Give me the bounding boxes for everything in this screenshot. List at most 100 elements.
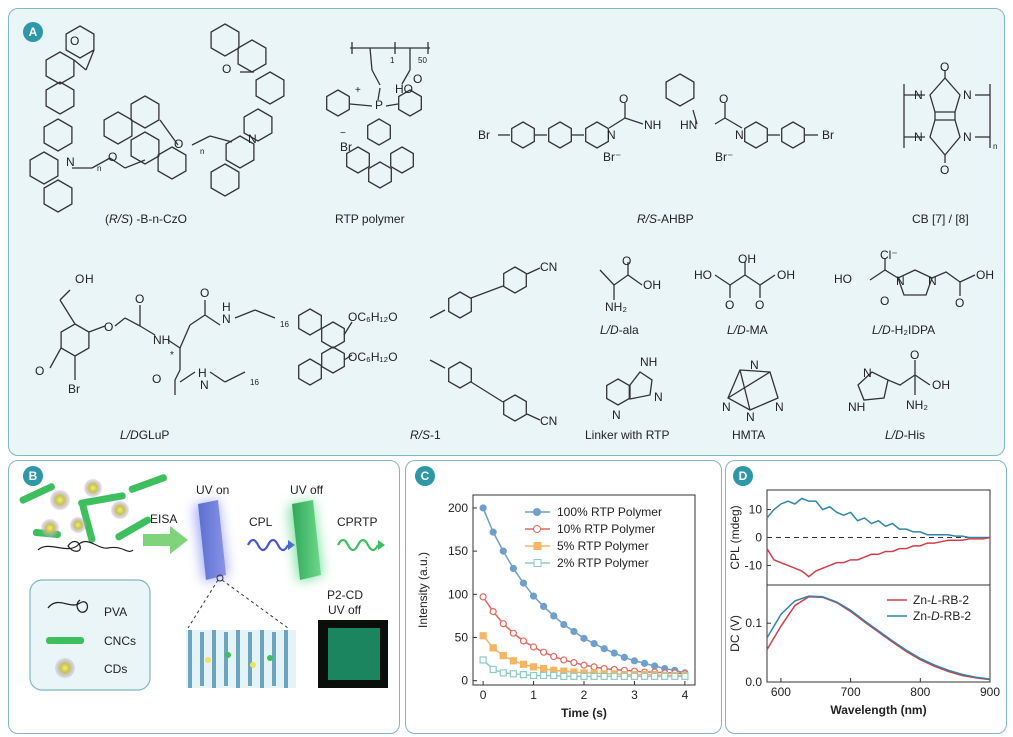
atom-p: P bbox=[375, 98, 384, 112]
charge-plus: + bbox=[355, 85, 361, 96]
x-tick-label: 700 bbox=[841, 685, 861, 699]
compound-name-rtp-polymer: RTP polymer bbox=[335, 212, 405, 226]
x-tick-label: 4 bbox=[682, 688, 689, 702]
atom-n: N bbox=[963, 88, 972, 102]
atom-oh: OH bbox=[643, 278, 661, 292]
y-tick-label: 0 bbox=[755, 531, 762, 545]
atom-n: N bbox=[750, 358, 759, 372]
ma-structure bbox=[714, 262, 776, 298]
atom-nh: NH bbox=[640, 355, 658, 369]
atom-o: O bbox=[104, 320, 114, 334]
atom-nh: NH bbox=[848, 400, 866, 414]
panel-b-illustration bbox=[19, 474, 388, 691]
atom-oh: OH bbox=[976, 268, 994, 282]
atom-o: O bbox=[152, 372, 162, 386]
atom-o: O bbox=[955, 296, 965, 310]
atom-nh: NH bbox=[644, 118, 662, 132]
panel-d bbox=[725, 460, 1007, 734]
legend-label: Zn-L-RB-2 bbox=[913, 593, 969, 607]
panel-c bbox=[405, 460, 722, 734]
compound-name-his: L/D-His bbox=[885, 428, 926, 442]
x-tick-label: 800 bbox=[910, 685, 930, 699]
legend-label: 5% RTP Polymer bbox=[557, 539, 649, 553]
data-point bbox=[509, 670, 517, 678]
y-tick-label: 100 bbox=[448, 587, 468, 601]
atom-o: O bbox=[940, 163, 950, 177]
x-tick-label: 0 bbox=[480, 688, 487, 702]
data-point bbox=[499, 547, 507, 555]
data-point bbox=[560, 672, 568, 680]
uv-on-label: UV on bbox=[196, 483, 230, 497]
atom-o: O bbox=[135, 292, 145, 306]
subscript-n: n bbox=[993, 142, 998, 151]
data-point bbox=[630, 672, 639, 680]
atom-o: O bbox=[910, 348, 920, 362]
atom-o: O bbox=[75, 272, 85, 286]
data-point bbox=[570, 672, 578, 680]
data-point bbox=[590, 672, 598, 680]
atom-o: O bbox=[35, 364, 45, 378]
data-point bbox=[590, 639, 598, 648]
data-point bbox=[590, 663, 598, 671]
x-axis-label: Time (s) bbox=[561, 706, 607, 720]
chiral-nematic-stack bbox=[186, 630, 296, 688]
cpl-series-line bbox=[766, 536, 991, 578]
atom-n: N bbox=[607, 128, 616, 142]
atom-nh2: NH₂ bbox=[906, 398, 928, 412]
atom-n: N bbox=[222, 312, 231, 326]
dc-plot-frame bbox=[766, 584, 991, 683]
atom-br-minus: Br⁻ bbox=[603, 150, 622, 164]
compound-name-hmta: HMTA bbox=[732, 428, 766, 442]
atom-oh: OH bbox=[738, 252, 756, 266]
legend-label: 2% RTP Polymer bbox=[557, 556, 649, 570]
data-point bbox=[479, 504, 487, 512]
cpl-label: CPL bbox=[249, 515, 273, 529]
subscript-16: 16 bbox=[250, 378, 259, 387]
data-point bbox=[580, 634, 588, 642]
data-point bbox=[529, 643, 538, 651]
panel-c-badge: C bbox=[415, 466, 435, 486]
cpl-series-line bbox=[766, 497, 990, 539]
data-point bbox=[640, 672, 649, 680]
atom-o: O bbox=[200, 286, 210, 300]
eisa-label: EISA bbox=[150, 512, 178, 526]
x-tick-label: 2 bbox=[581, 688, 588, 702]
y-tick-label: 0.1 bbox=[745, 616, 762, 630]
linker-label: OC₆H₁₂O bbox=[348, 310, 398, 324]
panel-d-badge: D bbox=[733, 466, 753, 486]
atom-oh: OH bbox=[932, 378, 950, 392]
atom-ho: HO bbox=[694, 268, 712, 282]
data-point bbox=[489, 607, 497, 616]
subscript-16: 16 bbox=[280, 320, 289, 329]
compound-name-b-n-czo: (R/S) -B-n-CzO bbox=[105, 212, 188, 226]
panel-a bbox=[8, 8, 1005, 456]
atom-nh2: NH₂ bbox=[605, 300, 627, 314]
p2cd-sublabel: UV off bbox=[328, 603, 362, 617]
atom-n: N bbox=[896, 274, 905, 288]
compound-name-cb: CB [7] / [8] bbox=[912, 212, 969, 226]
legend-marker bbox=[533, 508, 541, 516]
charge-minus: − bbox=[340, 128, 346, 139]
y-tick-label: 0 bbox=[461, 674, 468, 688]
subscript-1: 1 bbox=[390, 56, 395, 65]
atom-n: N bbox=[248, 132, 257, 146]
atom-o: O bbox=[940, 60, 950, 74]
x-tick-label: 600 bbox=[771, 685, 791, 699]
atom-o: O bbox=[108, 150, 118, 164]
atom-o: O bbox=[719, 92, 729, 106]
panel-b bbox=[8, 460, 400, 734]
atom-cn: CN bbox=[540, 260, 558, 274]
x-tick-label: 900 bbox=[980, 685, 1000, 699]
data-point bbox=[620, 672, 628, 680]
mixture-cluster bbox=[19, 474, 167, 552]
atom-o: O bbox=[880, 294, 890, 308]
atom-h: H bbox=[222, 300, 231, 314]
compound-name-r-s-1: R/S-1 bbox=[410, 428, 441, 442]
data-point bbox=[540, 602, 548, 611]
y-tick-label: 50 bbox=[455, 631, 469, 645]
legend-label: Zn-D-RB-2 bbox=[913, 609, 971, 623]
y-tick-label: 150 bbox=[448, 544, 468, 558]
subscript-n: n bbox=[97, 164, 102, 173]
